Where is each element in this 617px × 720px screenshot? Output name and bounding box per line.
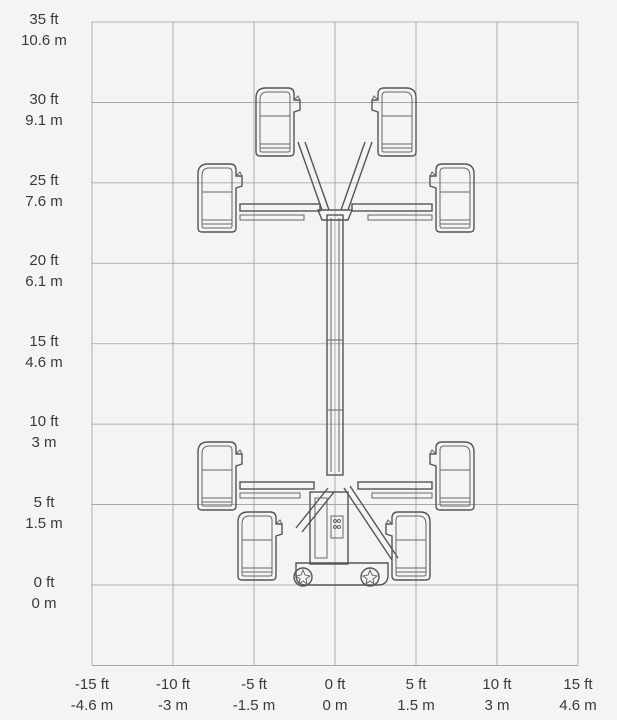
y-tick-label: 10 ft 3 m [12, 411, 76, 453]
basket-outline [381, 91, 413, 153]
x-tick-label: 0 ft 0 m [300, 674, 370, 716]
grid [91, 21, 579, 666]
basket-outline [371, 95, 379, 101]
x-tick-label: 10 ft 3 m [462, 674, 532, 716]
y-tick-m: 10.6 m [21, 32, 67, 49]
y-tick-m: 1.5 m [25, 514, 63, 532]
y-tick-label: 0 ft 0 m [12, 572, 76, 614]
x-tick-ft: 5 ft [405, 676, 427, 693]
basket-outline [259, 91, 291, 153]
platform-basket [197, 163, 243, 233]
x-tick-ft: -10 ft [155, 676, 191, 693]
lower-jib-arms [239, 481, 433, 561]
y-tick-label: 5 ft 1.5 m [12, 492, 76, 534]
basket-outline [371, 87, 417, 157]
x-tick-ft: 10 ft [482, 676, 512, 693]
basket-outline [385, 519, 393, 525]
y-tick-ft: 15 ft [29, 332, 59, 350]
y-tick-m: 9.1 m [25, 112, 63, 130]
y-tick-ft: 10 ft [29, 413, 59, 431]
x-tick-label: 15 ft 4.6 m [543, 674, 613, 716]
y-tick-ft: 0 ft [33, 574, 55, 591]
platform-baskets [197, 87, 475, 581]
platform-basket [429, 441, 475, 511]
right-wheel [360, 567, 380, 587]
basket-outline [439, 167, 471, 229]
y-tick-m: 7.6 m [25, 192, 63, 210]
basket-outline [197, 441, 243, 511]
left-wheel [293, 567, 313, 587]
y-tick-ft: 30 ft [29, 91, 59, 109]
x-tick-m: 1.5 m [397, 697, 435, 714]
basket-outline [293, 95, 301, 101]
upper-jib-arms [239, 141, 433, 221]
x-tick-label: -5 ft -1.5 m [219, 674, 289, 716]
y-tick-m: 3 m [31, 434, 57, 452]
y-tick-ft: 35 ft [29, 11, 59, 28]
x-tick-ft: -5 ft [241, 676, 267, 693]
basket-outline [201, 445, 233, 507]
basket-outline [439, 445, 471, 507]
platform-basket [237, 511, 283, 581]
basket-outline [237, 511, 283, 581]
basket-outline [429, 163, 475, 233]
x-tick-m: 4.6 m [559, 697, 597, 714]
platform-basket [371, 87, 417, 157]
y-tick-label: 20 ft 6.1 m [12, 250, 76, 292]
basket-outline [241, 515, 273, 577]
basket-outline [395, 515, 427, 577]
platform-basket [255, 87, 301, 157]
y-tick-label: 25 ft 7.6 m [12, 170, 76, 212]
y-tick-m: 4.6 m [25, 353, 63, 371]
y-tick-label: 35 ft 10.6 m [12, 9, 76, 51]
x-tick-label: -15 ft -4.6 m [57, 674, 127, 716]
y-tick-label: 15 ft 4.6 m [12, 331, 76, 373]
y-tick-ft: 5 ft [33, 493, 55, 511]
x-tick-m: -3 m [158, 697, 188, 714]
x-tick-ft: 15 ft [563, 676, 593, 693]
basket-outline [255, 87, 301, 157]
x-tick-m: -4.6 m [70, 697, 114, 714]
y-tick-m: 0 m [31, 595, 57, 612]
basket-outline [197, 163, 243, 233]
y-tick-ft: 25 ft [29, 171, 59, 189]
x-tick-ft: 0 ft [324, 676, 346, 693]
platform-basket [197, 441, 243, 511]
basket-outline [429, 171, 437, 177]
basket-outline [429, 449, 437, 455]
x-tick-m: -1.5 m [232, 697, 276, 714]
x-tick-label: -10 ft -3 m [138, 674, 208, 716]
x-tick-m: 3 m [484, 697, 510, 714]
y-tick-ft: 20 ft [29, 252, 59, 270]
basket-outline [235, 449, 243, 455]
platform-basket [429, 163, 475, 233]
basket-outline [275, 519, 283, 525]
y-tick-label: 30 ft 9.1 m [12, 89, 76, 131]
basket-outline [235, 171, 243, 177]
basket-outline [429, 441, 475, 511]
platform-basket [385, 511, 431, 581]
x-tick-ft: -15 ft [74, 676, 110, 693]
basket-outline [385, 511, 431, 581]
lift-illustration [197, 87, 475, 587]
x-tick-label: 5 ft 1.5 m [381, 674, 451, 716]
chassis [293, 491, 389, 587]
x-tick-m: 0 m [322, 697, 348, 714]
y-tick-m: 6.1 m [25, 273, 63, 291]
mast [326, 214, 344, 476]
basket-outline [201, 167, 233, 229]
